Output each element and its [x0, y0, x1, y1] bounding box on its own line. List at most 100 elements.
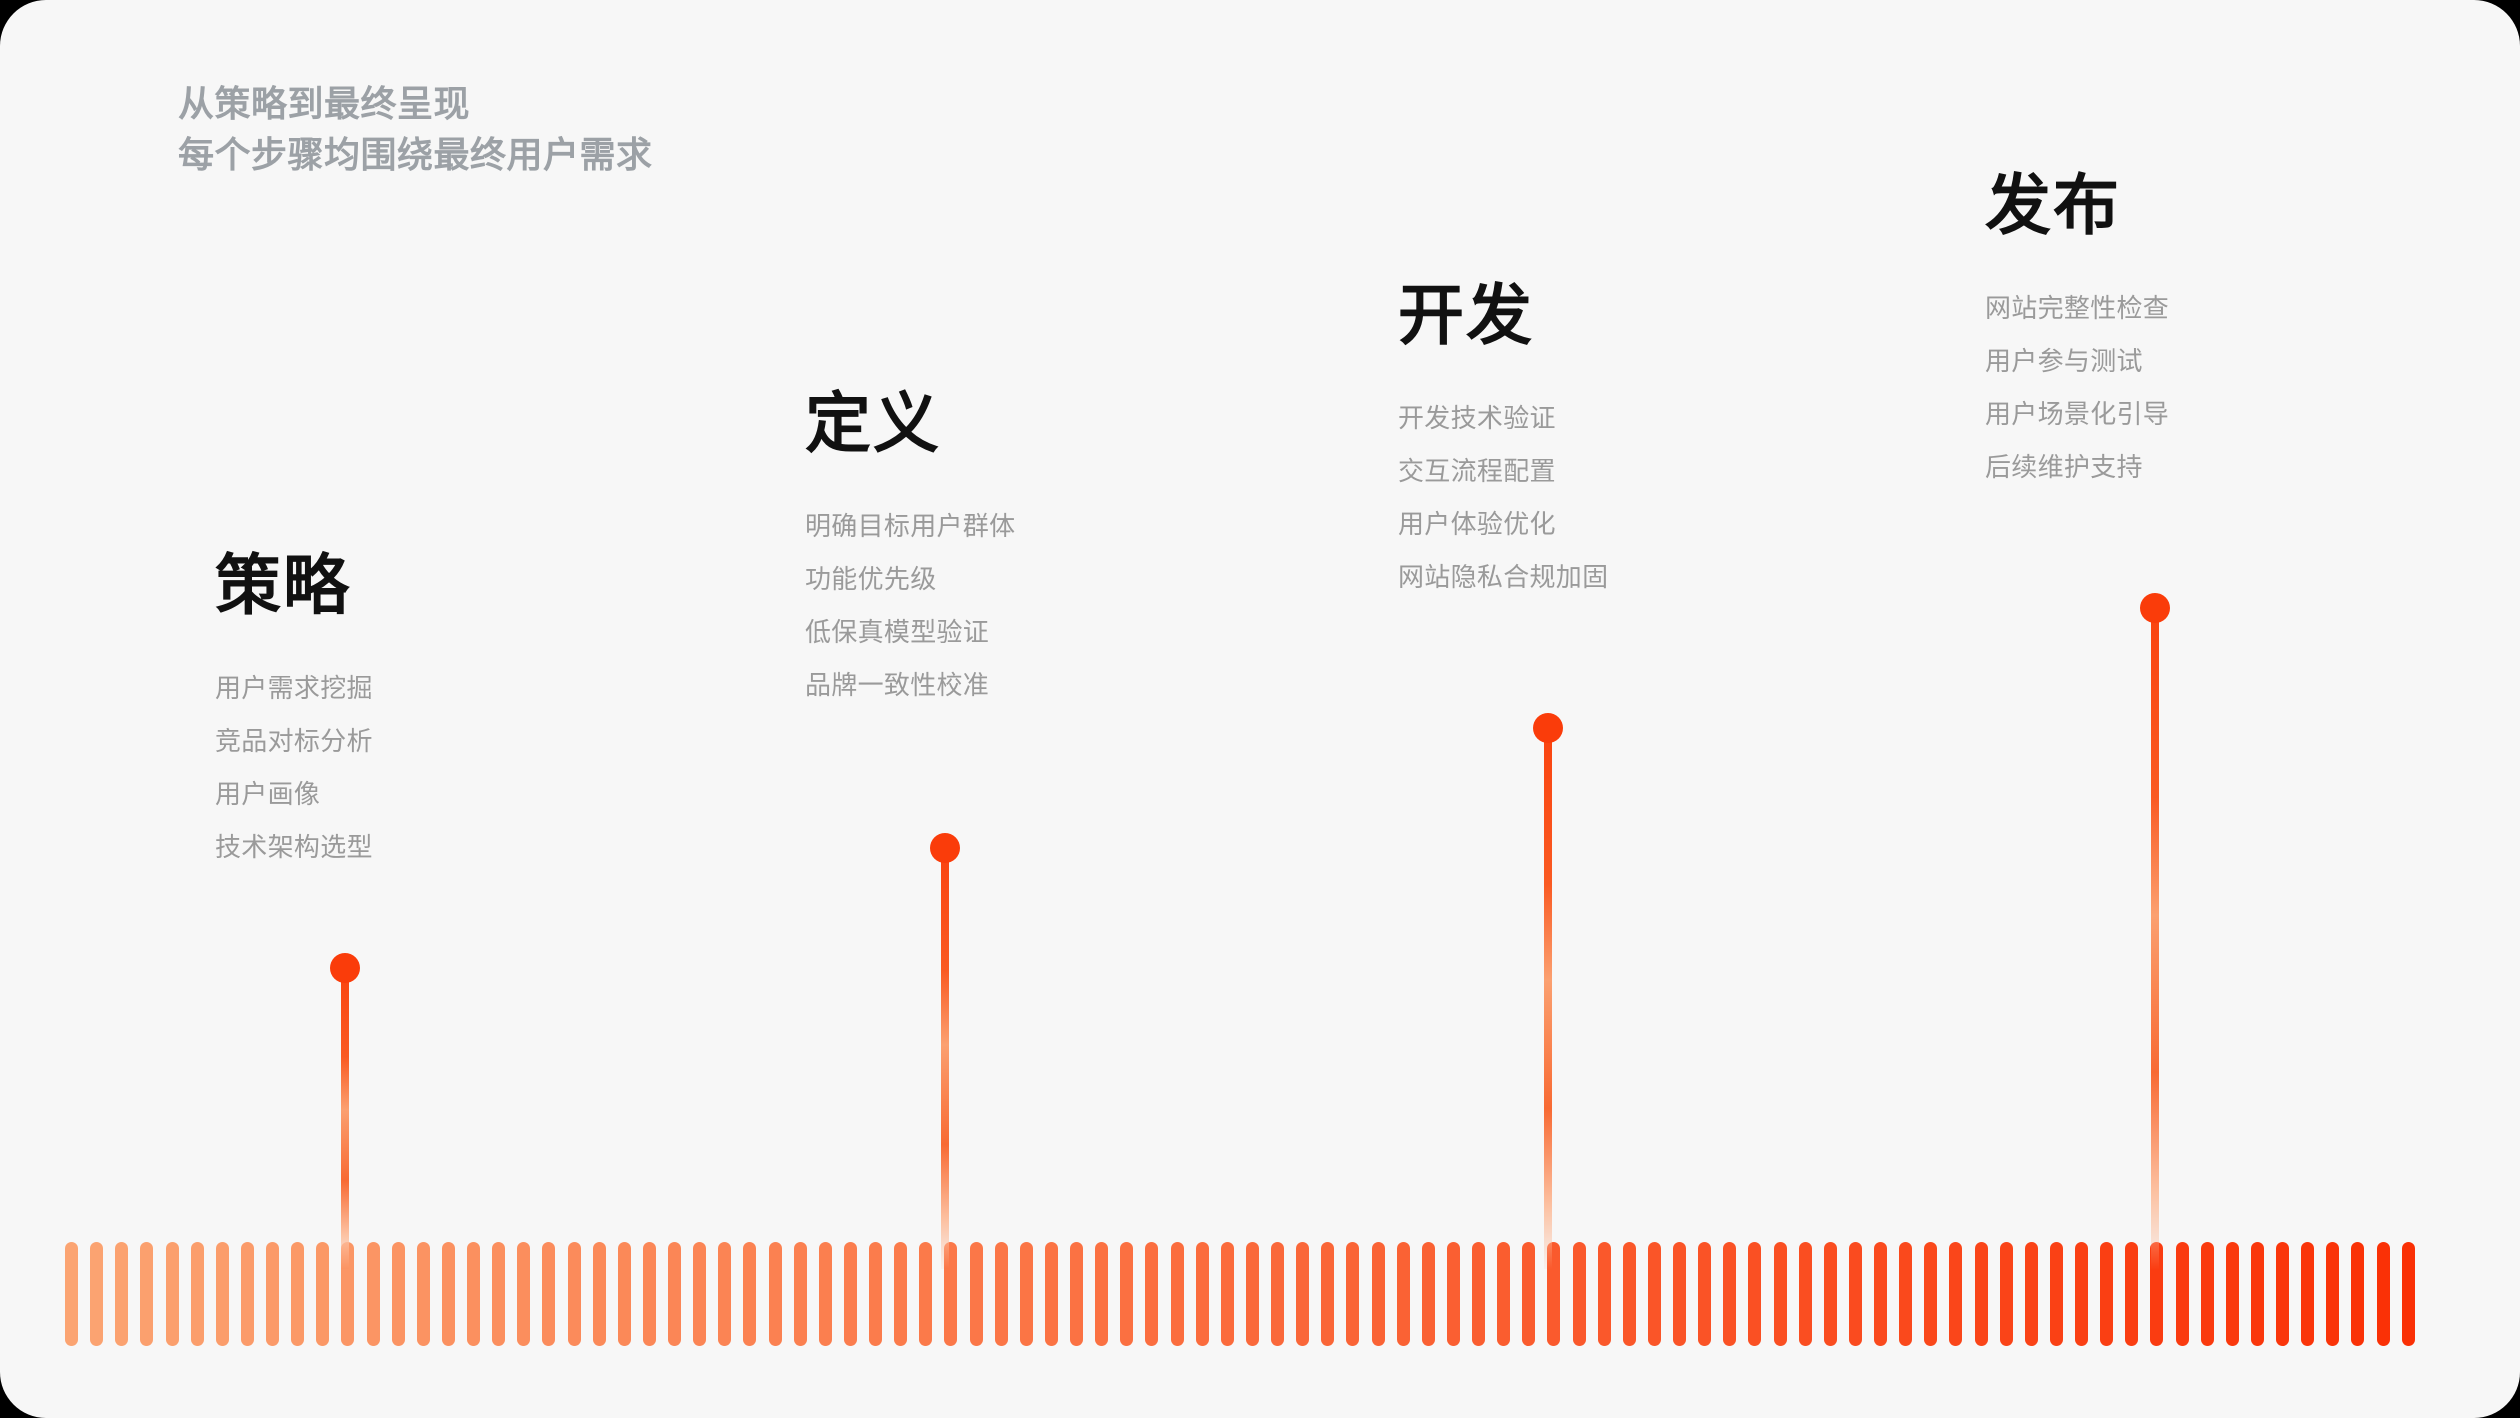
marker-dot-icon[interactable]: [930, 833, 960, 863]
stage-list-item: 后续维护支持: [1985, 452, 2143, 482]
stage-list-item: 用户需求挖掘: [215, 673, 373, 703]
timeline-tick-bar: [1974, 1242, 1988, 1346]
header-block: 从策略到最终呈现 每个步骤均围绕最终用户需求: [178, 78, 653, 180]
timeline-tick-bar: [2024, 1242, 2038, 1346]
timeline-tick-bar: [1321, 1242, 1335, 1346]
timeline-tick-bar: [919, 1242, 933, 1346]
timeline-tick-bar: [441, 1242, 455, 1346]
timeline-tick-bar: [1698, 1242, 1712, 1346]
timeline-tick-bar: [2200, 1242, 2214, 1346]
timeline-tick-bar: [2100, 1242, 2114, 1346]
timeline-tick-bar: [969, 1242, 983, 1346]
timeline-tick-bar: [592, 1242, 606, 1346]
timeline-tick-bar: [1723, 1242, 1737, 1346]
timeline-tick-bar: [1095, 1242, 1109, 1346]
timeline-tick-bar: [416, 1242, 430, 1346]
timeline-tick-bar: [2401, 1242, 2415, 1346]
timeline-tick-bar: [718, 1242, 732, 1346]
timeline-tick-bar: [642, 1242, 656, 1346]
timeline-tick-bar: [1647, 1242, 1661, 1346]
timeline-tick-bar: [1949, 1242, 1963, 1346]
timeline-tick-bar: [743, 1242, 757, 1346]
timeline-tick-bar: [2125, 1242, 2139, 1346]
stage-list-item: 开发技术验证: [1398, 403, 1556, 433]
stage-list-item: 用户画像: [215, 779, 321, 809]
marker-stem: [341, 974, 349, 1269]
timeline-tick-bar: [190, 1242, 204, 1346]
timeline-tick-bar: [115, 1242, 129, 1346]
timeline-tick-bar: [165, 1242, 179, 1346]
stage-list-item: 技术架构选型: [215, 832, 373, 862]
timeline-tick-bar: [2049, 1242, 2063, 1346]
marker-dot-icon[interactable]: [2140, 593, 2170, 623]
timeline-tick-bar: [1823, 1242, 1837, 1346]
timeline-tick-bar: [894, 1242, 908, 1346]
timeline-tick-bar: [668, 1242, 681, 1346]
timeline-tick-bar: [291, 1242, 305, 1346]
timeline-tick-bar: [1597, 1242, 1611, 1346]
timeline-tick-bar: [1421, 1242, 1435, 1346]
marker-stem: [2151, 614, 2159, 1269]
timeline-tick-bar: [1346, 1242, 1360, 1346]
timeline-tick-bar: [2351, 1242, 2365, 1346]
marker-dot-icon[interactable]: [1533, 713, 1563, 743]
timeline-tick-bar: [467, 1242, 480, 1346]
timeline-tick-bar: [567, 1242, 581, 1346]
timeline-tick-bar: [1848, 1242, 1862, 1346]
timeline-tick-bar: [1522, 1242, 1536, 1346]
timeline-tick-bar: [2250, 1242, 2264, 1346]
stage-item-list: 开发技术验证 交互流程配置 用户体验优化 网站隐私合规加固: [1398, 392, 1608, 604]
timeline-tick-bar: [542, 1242, 556, 1346]
timeline-tick-bar: [1296, 1242, 1310, 1346]
timeline-tick-bar: [1572, 1242, 1586, 1346]
timeline-tick-bar: [2326, 1242, 2340, 1346]
timeline-tick-bar: [240, 1242, 254, 1346]
timeline-tick-bar: [843, 1242, 857, 1346]
stage-item-list: 网站完整性检查 用户参与测试 用户场景化引导 后续维护支持: [1985, 282, 2169, 494]
timeline-tick-bar: [617, 1242, 631, 1346]
timeline-tick-bar: [693, 1242, 707, 1346]
header-line-2: 每个步骤均围绕最终用户需求: [178, 134, 653, 176]
timeline-tick-bar: [215, 1242, 229, 1346]
stage-list-item: 网站完整性检查: [1985, 293, 2170, 323]
timeline-tick-bar: [1446, 1242, 1460, 1346]
timeline-bar-row: [65, 1242, 2415, 1346]
timeline-tick-bar: [1145, 1242, 1159, 1346]
timeline-tick-bar: [818, 1242, 832, 1346]
timeline-tick-bar: [140, 1242, 154, 1346]
stage-list-item: 竞品对标分析: [215, 726, 373, 756]
timeline-tick-bar: [1396, 1242, 1410, 1346]
timeline-tick-bar: [2175, 1242, 2189, 1346]
stage-item-list: 用户需求挖掘 竞品对标分析 用户画像 技术架构选型: [215, 662, 373, 874]
marker-dot-icon[interactable]: [330, 953, 360, 983]
timeline-tick-bar: [492, 1242, 506, 1346]
timeline-tick-bar: [1170, 1242, 1184, 1346]
timeline-tick-bar: [65, 1242, 78, 1346]
stage-list-item: 用户参与测试: [1985, 346, 2143, 376]
timeline-tick-bar: [90, 1242, 104, 1346]
timeline-tick-bar: [994, 1242, 1008, 1346]
timeline-tick-bar: [869, 1242, 882, 1346]
timeline-tick-bar: [1622, 1242, 1636, 1346]
timeline-tick-bar: [1070, 1242, 1083, 1346]
stage-list-item: 用户场景化引导: [1985, 399, 2170, 429]
timeline-tick-bar: [1673, 1242, 1686, 1346]
stage-title: 开发: [1398, 278, 1534, 352]
stage-list-item: 明确目标用户群体: [805, 511, 1016, 541]
timeline-tick-bar: [1271, 1242, 1284, 1346]
stage-list-item: 功能优先级: [805, 564, 937, 594]
timeline-tick-bar: [1798, 1242, 1812, 1346]
stage-title: 策略: [215, 548, 351, 622]
timeline-tick-bar: [366, 1242, 380, 1346]
timeline-tick-bar: [2075, 1242, 2088, 1346]
stage-list-item: 品牌一致性校准: [805, 670, 990, 700]
timeline-tick-bar: [1874, 1242, 1887, 1346]
timeline-tick-bar: [793, 1242, 807, 1346]
timeline-tick-bar: [2225, 1242, 2239, 1346]
timeline-tick-bar: [1924, 1242, 1938, 1346]
timeline-tick-bar: [266, 1242, 279, 1346]
timeline-tick-bar: [2301, 1242, 2315, 1346]
timeline-tick-bar: [1220, 1242, 1234, 1346]
timeline-tick-bar: [1120, 1242, 1134, 1346]
